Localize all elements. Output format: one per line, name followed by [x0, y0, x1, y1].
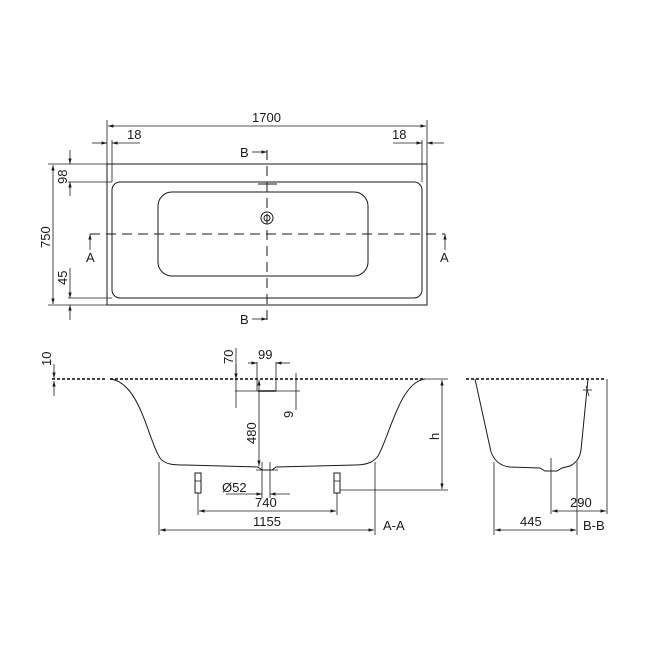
tub-profile	[109, 378, 426, 471]
dim-overflow-height: 70	[221, 350, 236, 364]
dim-overflow-width: 99	[258, 347, 272, 362]
foot-right	[333, 472, 341, 494]
plan-view: A A B B 1700 18 18 750 98 4	[38, 110, 449, 327]
dim-rim-left: 18	[127, 127, 141, 142]
section-a-a: 10 70 99 9 480 Ø52 740	[39, 347, 448, 535]
section-b-top-label: B	[240, 145, 249, 160]
dim-rim-thickness: 10	[39, 352, 54, 366]
dim-overflow-offset: 9	[281, 411, 296, 418]
dim-depth: 480	[244, 422, 259, 444]
dim-feet-spacing: 740	[255, 495, 277, 510]
dim-height: h	[427, 433, 442, 440]
section-a-right-label: A	[440, 250, 449, 265]
tub-profile-b	[474, 378, 589, 472]
section-b-b: 290 445 B-B	[466, 378, 608, 535]
foot-left	[194, 472, 202, 494]
dim-width: 750	[38, 226, 53, 248]
dim-base-width: 445	[520, 514, 542, 529]
dim-rim-back: 98	[55, 170, 70, 184]
dim-rim-right: 18	[392, 127, 406, 142]
section-b-label: B-B	[583, 518, 605, 533]
section-b-bottom-label: B	[240, 312, 249, 327]
section-a-label: A-A	[383, 518, 405, 533]
section-a-left-label: A	[86, 250, 95, 265]
dim-drain-offset: 290	[570, 495, 592, 510]
dim-drain-diameter: Ø52	[222, 480, 247, 495]
dim-length: 1700	[252, 110, 281, 125]
dim-rim-front: 45	[55, 271, 70, 285]
dim-base-length: 1155	[253, 514, 281, 529]
